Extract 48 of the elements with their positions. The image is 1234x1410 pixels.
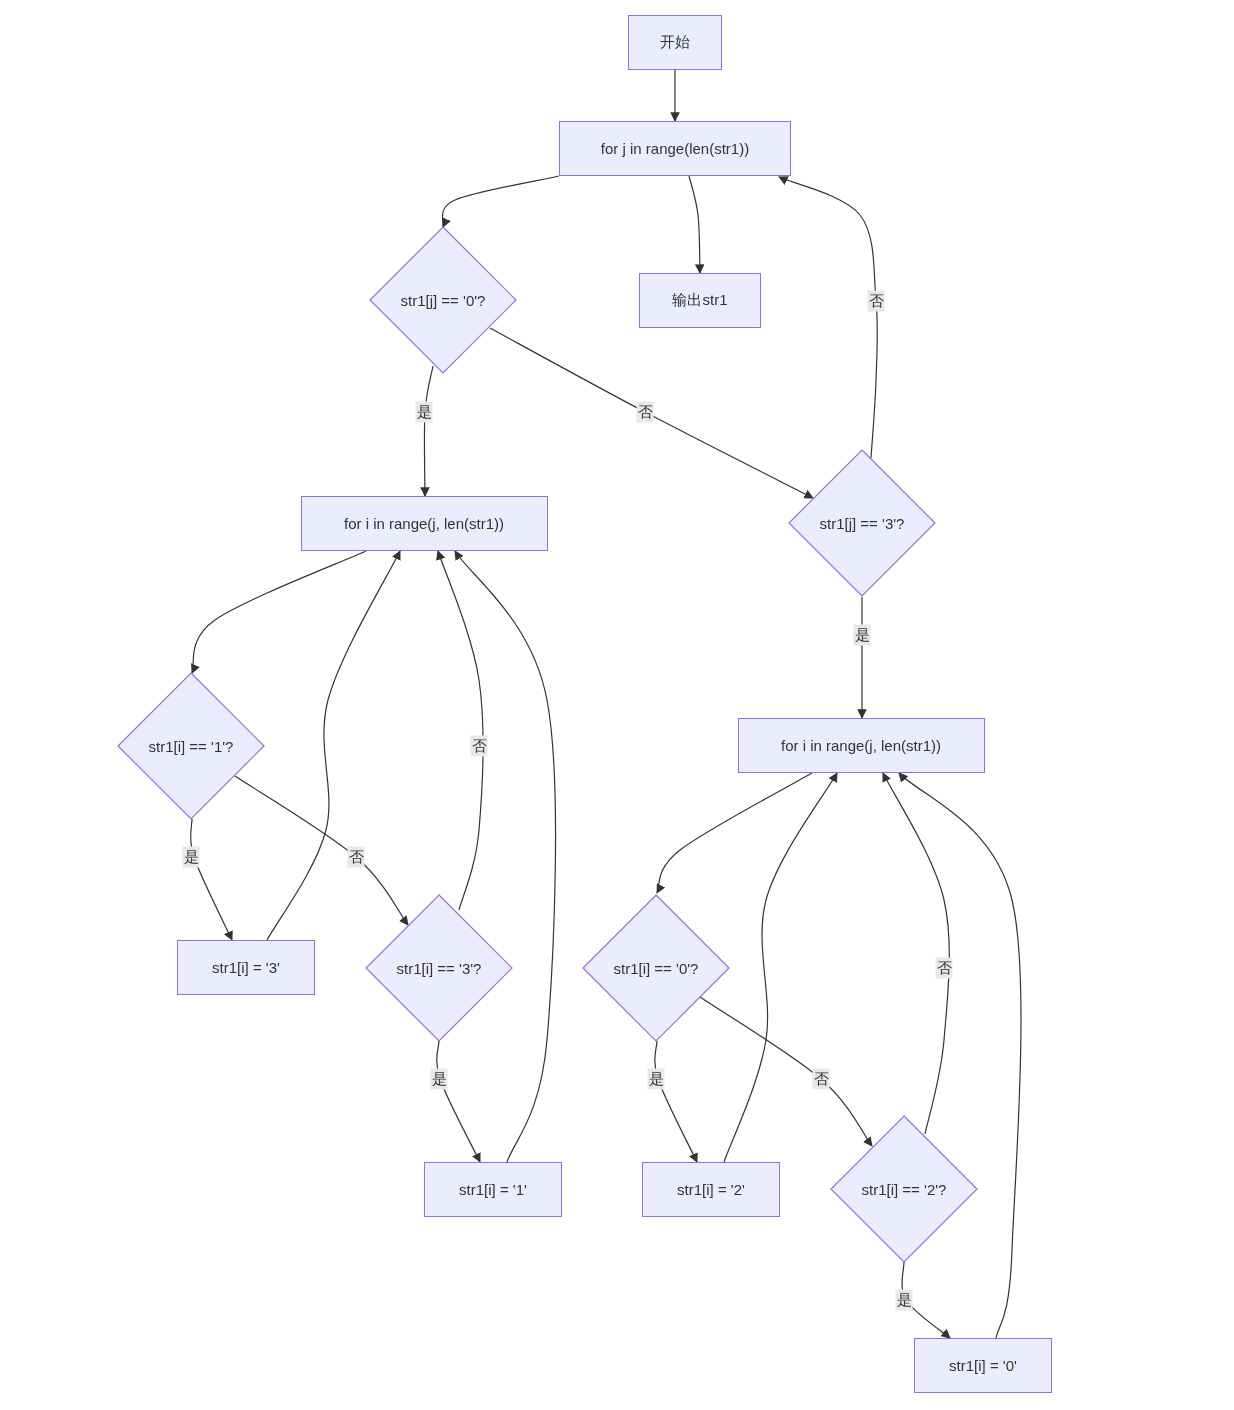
arrow xyxy=(655,772,813,894)
arrow xyxy=(234,775,409,926)
process-box: str1[i] = '1' xyxy=(424,1161,562,1217)
decision-diamond: str1[i] == '3'? xyxy=(365,894,513,1042)
decision-diamond: str1[i] == '1'? xyxy=(117,672,265,820)
arrow xyxy=(189,550,367,674)
arrow xyxy=(699,996,873,1147)
edge-label: 是 xyxy=(853,624,871,646)
decision-diamond: str1[i] == '2'? xyxy=(830,1115,978,1263)
arrow xyxy=(882,772,950,1135)
arrow xyxy=(898,772,1022,1339)
edge-label: 是 xyxy=(415,401,433,423)
arrow xyxy=(440,175,560,228)
arrow xyxy=(901,1261,951,1339)
process-box: str1[i] = '2' xyxy=(642,1161,780,1217)
arrow xyxy=(670,69,680,122)
arrow xyxy=(688,175,705,274)
arrow xyxy=(436,550,484,911)
process-box: str1[i] = '3' xyxy=(177,939,315,995)
arrow xyxy=(489,327,814,499)
edge-label: 否 xyxy=(812,1068,830,1090)
arrow xyxy=(436,1040,481,1163)
arrow xyxy=(454,550,557,1163)
arrow xyxy=(654,1040,698,1163)
arrow xyxy=(723,772,838,1163)
arrow xyxy=(266,550,401,941)
edge-label: 否 xyxy=(347,846,365,868)
process-box: for i in range(j, len(str1)) xyxy=(300,495,548,551)
process-box: str1[i] = '0' xyxy=(914,1337,1052,1393)
decision-diamond: str1[j] == '3'? xyxy=(788,449,936,597)
decision-diamond: str1[i] == '0'? xyxy=(582,894,730,1042)
decision-diamond: str1[j] == '0'? xyxy=(369,226,517,374)
arrow xyxy=(189,818,233,941)
arrow xyxy=(420,365,434,497)
process-box: for i in range(j, len(str1)) xyxy=(737,717,985,773)
process-box: 输出str1 xyxy=(639,272,761,328)
arrow xyxy=(778,175,878,459)
edge-label: 是 xyxy=(895,1289,913,1311)
arrow xyxy=(857,596,867,719)
process-box: for j in range(len(str1)) xyxy=(559,120,791,176)
edge-label: 否 xyxy=(935,957,953,979)
edge-label: 否 xyxy=(636,401,654,423)
edge-label: 否 xyxy=(470,735,488,757)
process-box: 开始 xyxy=(628,14,722,70)
edge-label: 是 xyxy=(647,1068,665,1090)
edge-label: 否 xyxy=(867,290,885,312)
edge-label: 是 xyxy=(182,846,200,868)
edge-label: 是 xyxy=(430,1068,448,1090)
